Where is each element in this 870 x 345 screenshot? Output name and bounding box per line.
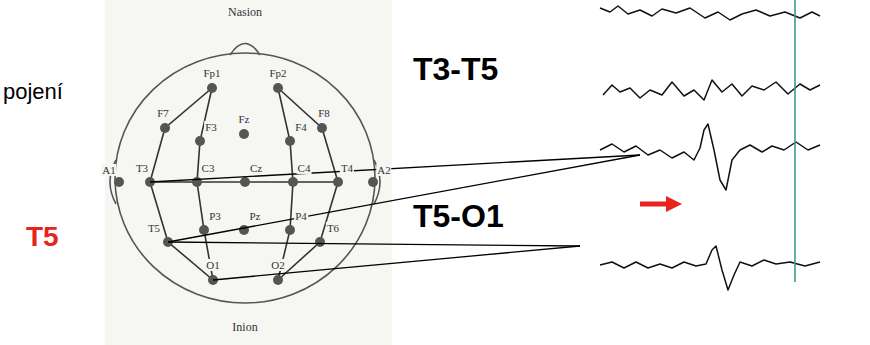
electrode-label: A1: [101, 164, 116, 176]
electrode-label: A2: [376, 164, 391, 176]
electrode-label: F8: [317, 107, 331, 119]
electrode-highlight: T5: [25, 222, 60, 253]
channel-label: T3-T5: [412, 52, 499, 87]
electrode-label: T3: [135, 162, 149, 174]
electrode-label: Fp1: [202, 67, 221, 79]
time-cursor: [794, 0, 796, 282]
electrode-label: F4: [294, 121, 308, 133]
landmark-label: Nasion: [227, 6, 263, 19]
electrode-label: F3: [204, 121, 218, 133]
electrode-label: T6: [326, 222, 340, 234]
electrode-dots: [114, 83, 378, 285]
electrode-label: O2: [270, 259, 285, 271]
electrode-label: Cz: [249, 162, 263, 174]
eeg-traces: [600, 6, 820, 290]
section-text: pojení: [2, 80, 64, 104]
electrode-label: T5: [147, 222, 161, 234]
electrode-label: T4: [340, 162, 354, 174]
leader-lines: [150, 155, 640, 280]
electrode-label: C3: [201, 162, 216, 174]
electrode-label: F7: [156, 107, 170, 119]
electrode-label: C4: [297, 162, 312, 174]
electrode-label: P4: [294, 210, 308, 222]
electrode-label: Pz: [249, 210, 262, 222]
channel-label: T5-O1: [412, 199, 505, 234]
electrode-label: P3: [208, 210, 222, 222]
red-arrow: [640, 196, 682, 212]
electrode-label: O1: [205, 259, 220, 271]
montage-chains: [150, 88, 338, 280]
book-figure-panel: [105, 0, 392, 345]
electrode-label: Fp2: [268, 67, 287, 79]
electrode-label: Fz: [238, 113, 251, 125]
head-outline: [110, 44, 380, 304]
landmark-label: Inion: [231, 321, 258, 334]
